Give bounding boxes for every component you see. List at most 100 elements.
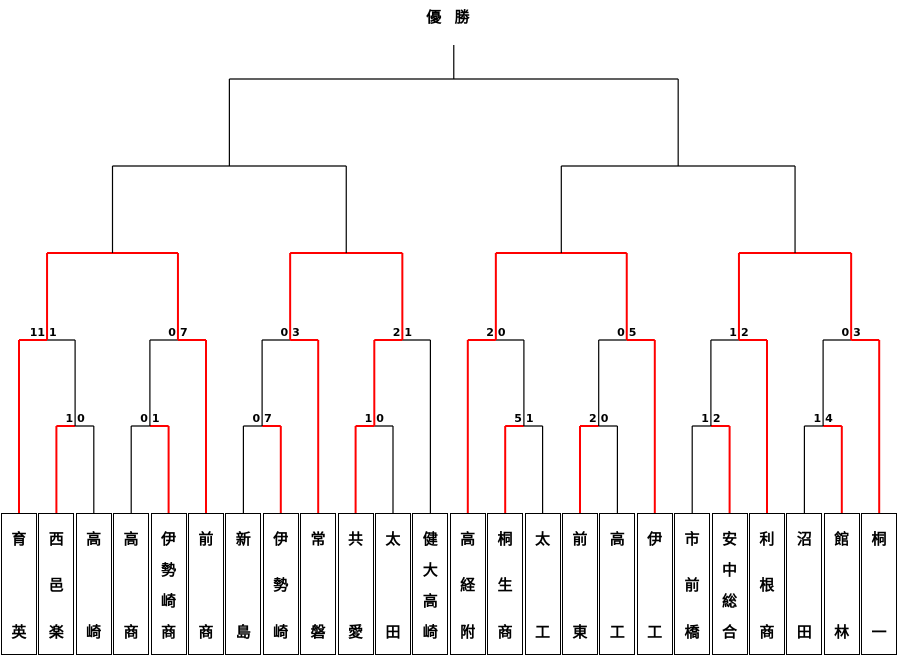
team-name-char: 勢 [161, 561, 177, 579]
team-name-char: 伊 [647, 530, 663, 548]
team-name-char: 前 [684, 576, 700, 594]
team-box: 市前橋 [674, 513, 711, 655]
team-name-char: 高 [86, 530, 102, 548]
team-name-char: 前 [198, 530, 214, 548]
score-r2-left: 0 [617, 326, 625, 339]
team-name-char: 崎 [422, 623, 438, 641]
team-box: 前商 [188, 513, 224, 655]
team-name-char: 合 [722, 623, 738, 641]
score-r1-left: 1 [813, 412, 821, 425]
score-r1-right: 1 [152, 412, 160, 425]
team-box: 高崎 [75, 513, 112, 655]
score-r1-left: 1 [701, 412, 709, 425]
score-r2-right: 5 [629, 326, 637, 339]
score-r2-left: 2 [486, 326, 494, 339]
team-name-char: 伊 [161, 530, 177, 548]
team-box: 伊勢崎 [262, 513, 299, 655]
team-name-char: 勢 [273, 576, 289, 594]
team-box: 桐生商 [487, 513, 524, 655]
score-r2-right: 1 [404, 326, 412, 339]
team-box: 高工 [599, 513, 636, 655]
score-r2-left: 1 [729, 326, 737, 339]
team-name-char: 安 [722, 530, 738, 548]
team-name-char: 根 [759, 576, 775, 594]
score-r1-right: 0 [601, 412, 609, 425]
score-r2-right: 3 [292, 326, 300, 339]
team-name-char: 工 [535, 623, 551, 641]
team-box: 高経附 [449, 513, 486, 655]
team-name-char: 市 [684, 530, 700, 548]
team-name-char: 太 [385, 530, 401, 548]
score-r2-left: 0 [841, 326, 849, 339]
team-name-char: 邑 [48, 576, 64, 594]
team-name-char: 伊 [273, 530, 289, 548]
team-name-char: 桐 [871, 530, 887, 548]
score-r2-right: 3 [853, 326, 861, 339]
score-r1-right: 4 [825, 412, 833, 425]
bracket-title: 優 勝 [426, 8, 474, 26]
team-box: 常磐 [300, 513, 337, 655]
team-box: 伊勢崎商 [150, 513, 187, 655]
team-name-char: 高 [609, 530, 625, 548]
team-name-char: 工 [609, 623, 625, 641]
score-r2-left: 11 [30, 326, 45, 339]
team-name-char: 高 [460, 530, 476, 548]
team-name-char: 育 [11, 530, 27, 548]
team-name-char: 楽 [48, 623, 64, 641]
score-r2-left: 0 [280, 326, 288, 339]
team-box: 太田 [375, 513, 411, 655]
team-name-char: 崎 [161, 592, 177, 610]
score-r2-right: 1 [49, 326, 57, 339]
score-r1-right: 2 [713, 412, 721, 425]
score-r1-right: 0 [77, 412, 85, 425]
team-name-char: 総 [722, 592, 738, 610]
team-box: 沼田 [786, 513, 823, 655]
team-name-char: 商 [497, 623, 513, 641]
team-name-char: 磐 [310, 623, 326, 641]
score-r1-left: 0 [252, 412, 260, 425]
score-r2-left: 2 [393, 326, 401, 339]
team-name-char: 桐 [497, 530, 513, 548]
team-name-char: 利 [759, 530, 775, 548]
team-name-char: 大 [422, 561, 438, 579]
team-box: 前東 [562, 513, 598, 655]
score-r2-right: 0 [498, 326, 506, 339]
team-name-char: 林 [834, 623, 850, 641]
score-r2-right: 2 [741, 326, 749, 339]
team-name-char: 商 [161, 623, 177, 641]
team-name-char: 経 [460, 576, 476, 594]
team-box: 伊工 [636, 513, 673, 655]
team-box: 安中総合 [711, 513, 748, 655]
score-r1-left: 0 [140, 412, 148, 425]
team-name-char: 一 [871, 623, 887, 641]
team-name-char: 附 [460, 623, 476, 641]
team-box: 館林 [823, 513, 860, 655]
team-box: 育英 [1, 513, 37, 655]
team-box: 西邑楽 [38, 513, 75, 655]
team-name-char: 館 [834, 530, 850, 548]
score-r2-right: 7 [180, 326, 188, 339]
team-box: 利根商 [749, 513, 785, 655]
team-box: 共愛 [337, 513, 374, 655]
team-name-char: 太 [535, 530, 551, 548]
team-name-char: 愛 [348, 623, 364, 641]
team-name-char: 商 [123, 623, 139, 641]
team-name-char: 工 [647, 623, 663, 641]
team-name-char: 東 [572, 623, 588, 641]
score-r1-left: 1 [365, 412, 373, 425]
team-name-char: 田 [796, 623, 812, 641]
team-name-char: 前 [572, 530, 588, 548]
score-r1-left: 5 [514, 412, 522, 425]
team-name-char: 崎 [273, 623, 289, 641]
team-name-char: 共 [348, 530, 364, 548]
team-name-char: 英 [11, 623, 27, 641]
score-r1-right: 0 [376, 412, 384, 425]
team-name-char: 田 [385, 623, 401, 641]
team-box: 新島 [225, 513, 262, 655]
team-name-char: 崎 [86, 623, 102, 641]
team-name-char: 健 [422, 530, 438, 548]
team-name-char: 沼 [796, 530, 812, 548]
team-name-char: 商 [198, 623, 214, 641]
team-name-char: 中 [722, 561, 738, 579]
team-name-char: 商 [759, 623, 775, 641]
